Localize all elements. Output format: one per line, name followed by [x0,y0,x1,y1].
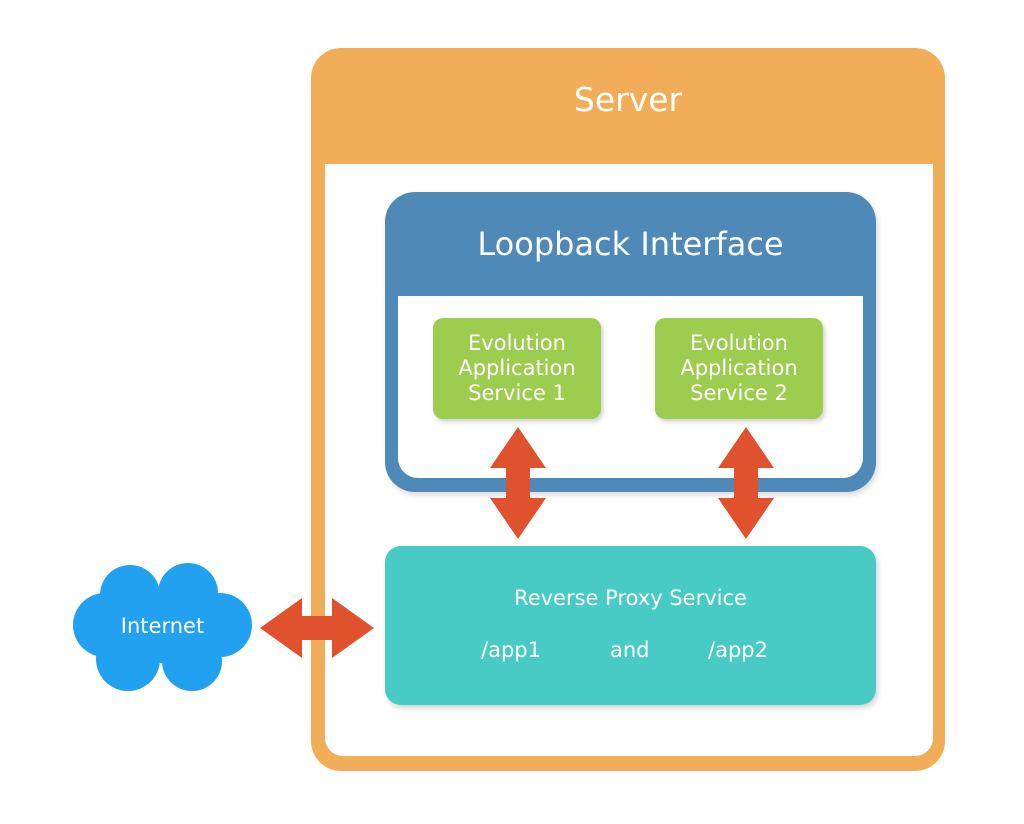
double-arrow-icon [718,427,774,539]
evolution-service-2-box: Evolution Application Service 2 [655,318,823,419]
service-label-line: Service 2 [690,381,788,405]
reverse-proxy-box [385,546,876,705]
loopback-interface-title: Loopback Interface [477,225,784,263]
service-label-line: Evolution [690,331,788,355]
service-label-line: Application [680,356,798,380]
evolution-service-1-box: Evolution Application Service 1 [433,318,601,419]
route-connector: and [610,638,650,662]
service-label-line: Application [458,356,576,380]
internet-label: Internet [120,614,205,638]
reverse-proxy-title: Reverse Proxy Service [514,586,747,610]
server-title: Server [573,80,683,119]
route-app2: /app2 [708,638,768,662]
service-label-line: Evolution [468,331,566,355]
route-app1: /app1 [481,638,541,662]
internet-cloud-icon [73,563,252,691]
service-label-line: Service 1 [468,381,566,405]
horizontal-double-arrow-icon [260,598,374,658]
double-arrow-icon [490,427,546,539]
